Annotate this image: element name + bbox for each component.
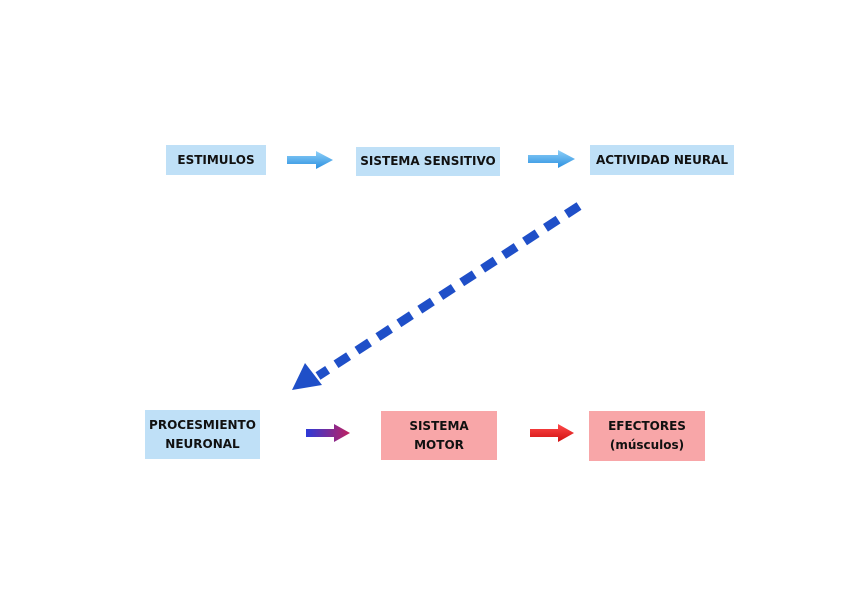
node-estimulos: ESTIMULOS xyxy=(166,145,266,175)
node-estimulos-label: ESTIMULOS xyxy=(177,152,255,167)
node-procesamiento-line-1: PROCESMIENTO xyxy=(149,417,256,432)
node-sistema-motor-line-2: MOTOR xyxy=(414,437,464,452)
node-efectores: EFECTORES (músculos) xyxy=(589,411,705,461)
arrow-estimulos-to-sistema-sensitivo xyxy=(287,151,333,169)
arrow-procesamiento-to-sistema-motor xyxy=(306,424,350,442)
node-procesamiento-neuronal: PROCESMIENTO NEURONAL xyxy=(145,410,260,459)
node-sistema-sensitivo: SISTEMA SENSITIVO xyxy=(356,147,500,176)
node-procesamiento-line-2: NEURONAL xyxy=(165,436,240,451)
node-sistema-motor: SISTEMA MOTOR xyxy=(381,411,497,460)
node-efectores-line-1: EFECTORES xyxy=(608,419,686,433)
node-sistema-sensitivo-label: SISTEMA SENSITIVO xyxy=(360,154,496,168)
node-actividad-neural: ACTIVIDAD NEURAL xyxy=(590,145,734,175)
node-sistema-motor-line-1: SISTEMA xyxy=(409,418,469,433)
node-efectores-line-2: (músculos) xyxy=(609,438,685,452)
arrow-sistema-sensitivo-to-actividad-neural xyxy=(528,150,575,168)
node-actividad-neural-label: ACTIVIDAD NEURAL xyxy=(595,152,729,167)
arrow-sistema-motor-to-efectores xyxy=(530,424,574,442)
arrow-actividad-neural-to-procesamiento-dashed xyxy=(292,202,582,390)
